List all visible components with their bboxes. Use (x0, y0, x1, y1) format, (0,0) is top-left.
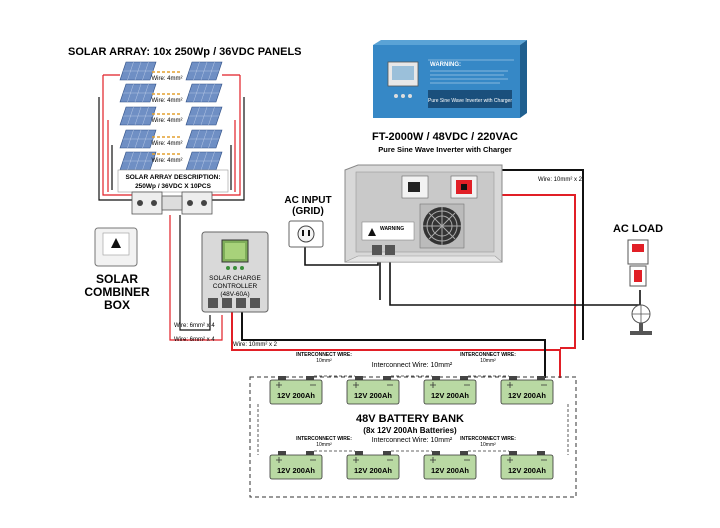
solar-panel (119, 61, 157, 81)
array-wire-label: Wire: 4mm² (152, 141, 183, 147)
battery-bank-subtitle: (8x 12V 200Ah Batteries) (363, 426, 457, 435)
ac-load-fan-icon (627, 239, 652, 335)
battery-label: 12V 200Ah (277, 466, 315, 475)
battery-bank-boundary (249, 376, 577, 498)
interconnect-size: 10mm² (480, 442, 496, 448)
wiring (98, 74, 641, 378)
ac-input-grid-label: (GRID) (292, 206, 324, 217)
interconnect-title: INTERCONNECT WIRE: (296, 436, 352, 442)
battery-label: 12V 200Ah (354, 391, 392, 400)
battery: 12V 200Ah (500, 376, 554, 405)
solar-panel (185, 83, 223, 103)
array-combiner-breakers (131, 191, 213, 215)
solar-panel (119, 151, 157, 171)
solar-panels (119, 61, 223, 171)
array-wire-label: Wire: 4mm² (152, 98, 183, 104)
controller-label-1: SOLAR CHARGE (209, 275, 261, 282)
battery: 12V 200Ah (269, 376, 323, 405)
battery: 12V 200Ah (346, 451, 400, 480)
controller-label-3: (48V-60A) (220, 291, 249, 298)
inverter-dc-wire: Wire: 10mm² x 2 (538, 177, 583, 183)
interconnect-size: 10mm² (480, 358, 496, 364)
ac-input-label: AC INPUT (284, 195, 331, 206)
inverter-warning-title: WARNING: (430, 62, 461, 68)
battery: 12V 200Ah (269, 451, 323, 480)
solar-panel (119, 83, 157, 103)
inverter-subtitle: Pure Sine Wave Inverter with Charger (378, 145, 512, 154)
battery-label: 12V 200Ah (508, 391, 546, 400)
solar-panel (185, 106, 223, 126)
wire-controller-neg (241, 312, 546, 378)
wire-inverter-dc-pos (463, 194, 576, 349)
controller-wire-in-1: Wire: 6mm² x 4 (174, 323, 215, 329)
inverter-panel-label: Pure Sine Wave Inverter with Charger (428, 98, 512, 104)
solar-panel (185, 129, 223, 149)
interconnect-title: INTERCONNECT WIRE: (296, 352, 352, 358)
battery: 12V 200Ah (346, 376, 400, 405)
batteries: 12V 200Ah 12V 200Ah 12V 200Ah 12V 200Ah 12V … (269, 376, 554, 480)
battery-label: 12V 200Ah (508, 466, 546, 475)
array-wires (98, 74, 245, 201)
interconnect-title: INTERCONNECT WIRE: (460, 436, 516, 442)
combiner-label-1: SOLAR (96, 272, 138, 286)
controller-label-2: CONTROLLER (213, 283, 258, 290)
solar-panel (185, 151, 223, 171)
battery: 12V 200Ah (500, 451, 554, 480)
solar-panel (119, 106, 157, 126)
array-wire-label: Wire: 4mm² (152, 118, 183, 124)
array-description-title: SOLAR ARRAY DESCRIPTION: (125, 174, 220, 181)
inverter-model: FT-2000W / 48VDC / 220VAC (372, 131, 518, 143)
solar-array-title: SOLAR ARRAY: 10x 250Wp / 36VDC PANELS (68, 46, 302, 58)
charge-controller (201, 231, 269, 313)
row-link (257, 404, 569, 455)
battery: 12V 200Ah (423, 376, 477, 405)
interconnect-size: 10mm² (316, 358, 332, 364)
solar-panel (119, 129, 157, 149)
wire-array-to-controller-neg (169, 215, 223, 341)
interconnect-size: 10mm² (316, 442, 332, 448)
array-wire-labels: Wire: 4mm² Wire: 4mm² Wire: 4mm² Wire: 4mm²… (152, 71, 183, 164)
inverter-warning-label: WARNING (380, 226, 404, 232)
array-wire-label: Wire: 4mm² (152, 76, 183, 82)
controller-wire-out: Wire: 10mm² x 2 (233, 342, 278, 348)
ac-input-socket-icon (288, 220, 324, 248)
array-wire-label: Wire: 4mm² (152, 158, 183, 164)
inverter-terminal-panel (344, 164, 503, 263)
inverter-warning-lines (430, 70, 508, 84)
array-description-box (117, 169, 229, 193)
interconnect-inline-label: Interconnect Wire: 10mm² (372, 437, 453, 444)
array-description-text: 250Wp / 36VDC X 10PCS (135, 183, 212, 190)
combiner-label-2: COMBINER (84, 285, 150, 299)
controller-wire-in-2: Wire: 6mm² x 4 (174, 337, 215, 343)
battery-label: 12V 200Ah (354, 466, 392, 475)
battery-label: 12V 200Ah (277, 391, 315, 400)
wire-controller-pos (231, 312, 561, 378)
inverter-front-image (373, 40, 527, 118)
interconnect-inline-label: Interconnect Wire: 10mm² (372, 362, 453, 369)
combiner-box (94, 227, 138, 267)
combiner-label-3: BOX (104, 298, 130, 312)
battery: 12V 200Ah (423, 451, 477, 480)
interconnect-title: INTERCONNECT WIRE: (460, 352, 516, 358)
wire-ac-output (389, 255, 641, 306)
battery-label: 12V 200Ah (431, 466, 469, 475)
ac-load-label: AC LOAD (613, 223, 663, 235)
battery-label: 12V 200Ah (431, 391, 469, 400)
battery-bank-title: 48V BATTERY BANK (356, 413, 464, 425)
solar-panel (185, 61, 223, 81)
wire-array-to-controller-pos (179, 215, 211, 331)
